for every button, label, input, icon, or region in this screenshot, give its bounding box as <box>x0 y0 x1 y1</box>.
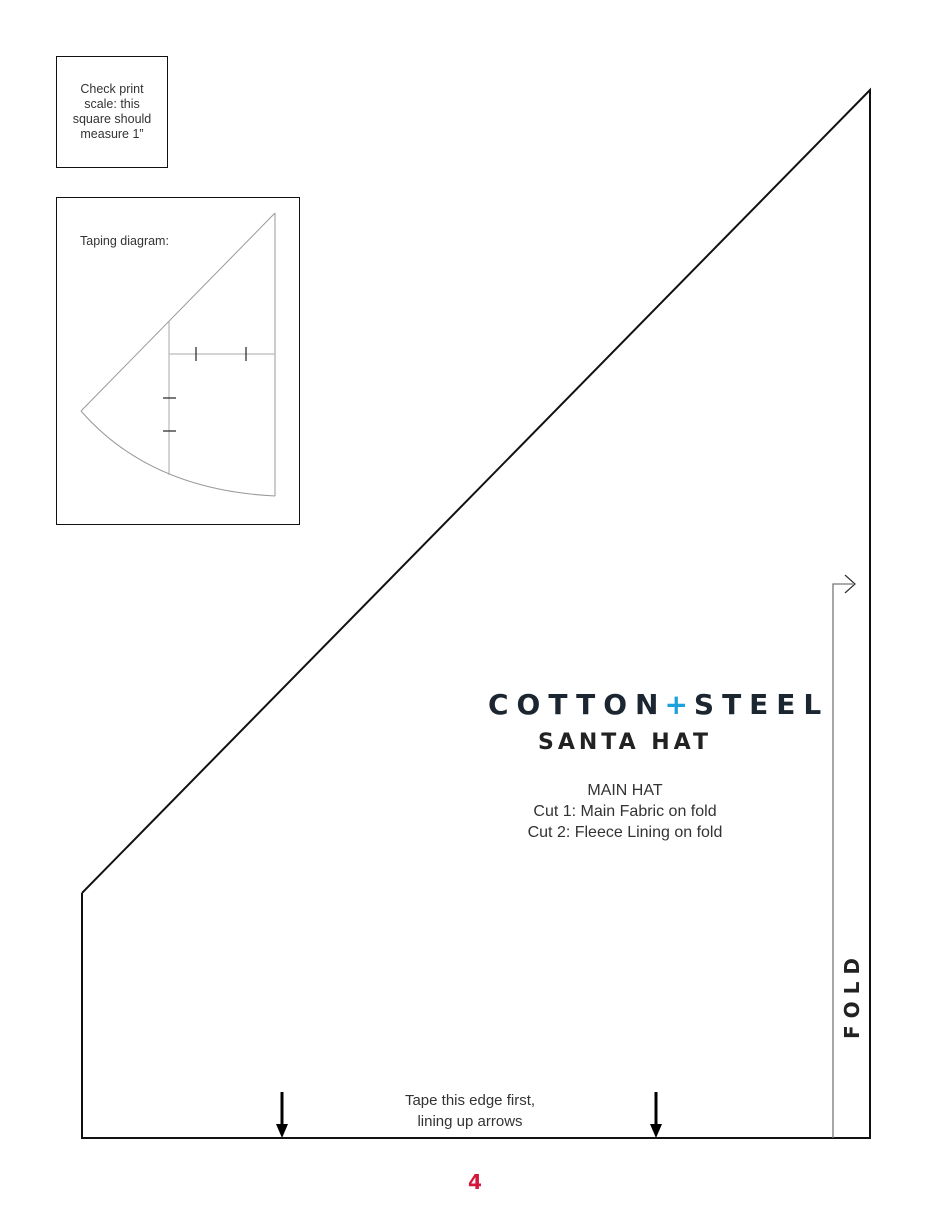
taping-diagram-box <box>56 197 300 525</box>
piece-info: MAIN HAT Cut 1: Main Fabric on fold Cut … <box>488 780 762 843</box>
tape-instruction-line-1: Tape this edge first, <box>404 1092 536 1109</box>
fold-grainline <box>832 583 853 1138</box>
fold-label: FOLD <box>840 950 864 1040</box>
scale-text-line: Check print <box>80 82 144 96</box>
page-number: 4 <box>468 1170 482 1194</box>
tape-arrow-right-icon <box>650 1092 662 1138</box>
main-hat-outline <box>81 87 871 1139</box>
taping-diagram-label: Taping diagram: <box>80 234 169 248</box>
piece-name: MAIN HAT <box>587 782 663 799</box>
scale-text-line: square should <box>72 112 152 126</box>
tape-instruction-line-2: lining up arrows <box>417 1113 523 1130</box>
scale-text-line: scale: this <box>84 97 140 111</box>
tape-instruction: Tape this edge first, lining up arrows <box>370 1090 570 1132</box>
scale-text-line: measure 1” <box>80 127 144 141</box>
cut-instruction-2: Cut 2: Fleece Lining on fold <box>527 824 723 841</box>
brand-logo: COTTON+STEEL <box>488 688 821 721</box>
cut-instruction-1: Cut 1: Main Fabric on fold <box>533 803 717 820</box>
plus-icon: + <box>664 688 688 721</box>
brand-name-left: COTTON <box>488 688 667 721</box>
brand-name-right: STEEL <box>693 688 830 721</box>
fold-arrow-icon <box>844 574 856 594</box>
tape-arrow-left-icon <box>276 1092 288 1138</box>
print-scale-square: Check print scale: this square should me… <box>56 56 168 168</box>
product-title: SANTA HAT <box>537 730 712 755</box>
taping-diagram-sketch <box>80 212 276 497</box>
